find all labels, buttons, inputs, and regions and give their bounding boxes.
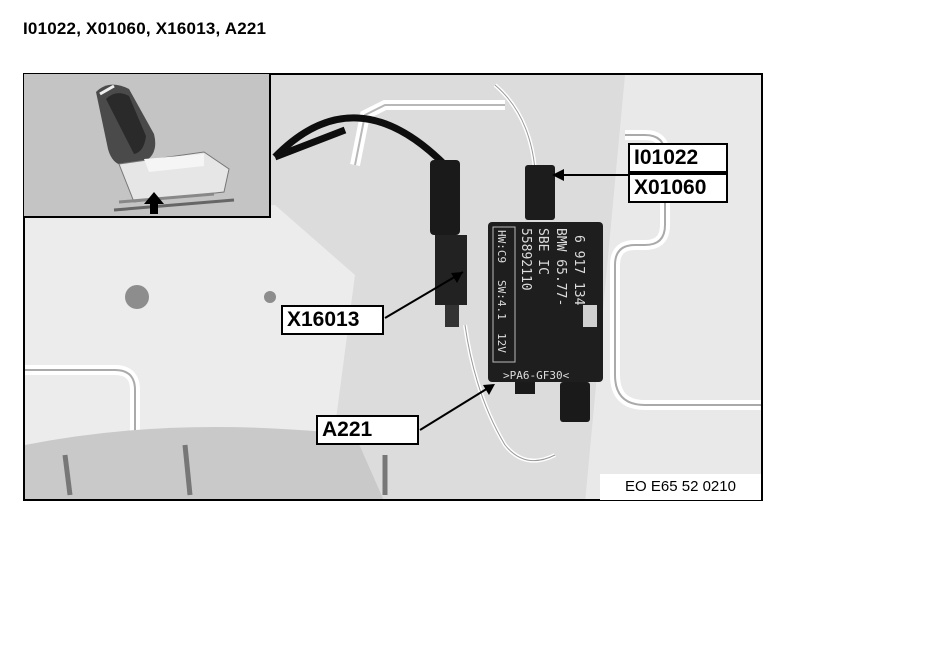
module-line1: SBE IC <box>535 228 550 275</box>
leader-x16013 <box>384 271 464 319</box>
module-line3: 6 917 134 <box>571 235 586 306</box>
page-title: I01022, X01060, X16013, A221 <box>23 19 267 38</box>
module-a221: SBE IC BMW 65.77- 6 917 134 55892110 HW:… <box>488 222 603 422</box>
module-line4: 55892110 <box>518 228 533 291</box>
module-side1: HW:C9 <box>495 230 508 263</box>
seat-location-inset <box>24 74 271 218</box>
seat-icon <box>24 74 269 216</box>
figure-caption: EO E65 52 0210 <box>600 474 761 500</box>
arrow-up-icon <box>144 192 164 214</box>
module-side3: 12V <box>495 333 508 353</box>
callout-a221: A221 <box>316 415 419 445</box>
module-line2: BMW 65.77- <box>553 228 568 306</box>
callout-x16013: X16013 <box>281 305 384 335</box>
callout-x01060: X01060 <box>628 173 728 203</box>
leader-a221 <box>419 384 494 431</box>
callout-i01022: I01022 <box>628 143 728 173</box>
module-bottom: >PA6-GF30< <box>503 369 570 382</box>
module-side2: SW:4.1 <box>495 280 508 320</box>
